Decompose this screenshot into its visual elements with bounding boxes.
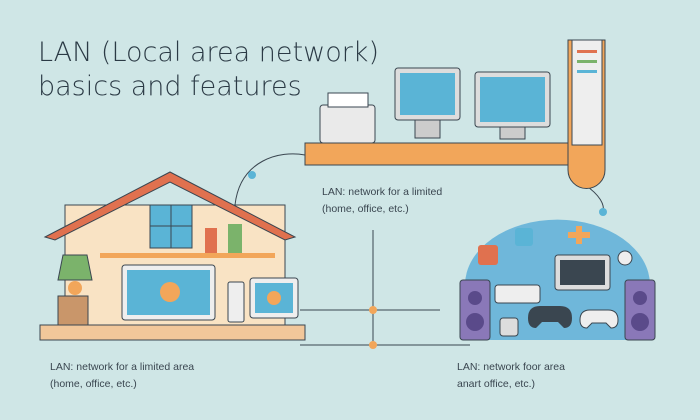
console-icon: [494, 284, 541, 304]
title-line-1: LAN (Local area network): [38, 37, 379, 68]
gamepad-icon: [579, 309, 619, 329]
speaker-icon: [227, 281, 245, 323]
caption-line: (home, office, etc.): [50, 378, 137, 390]
entertainment-network: [459, 219, 656, 341]
caption-right: LAN: network foor area anart office, etc…: [457, 359, 565, 393]
lamp-icon: [57, 254, 93, 281]
app-icon: [515, 228, 533, 246]
node-dot: [369, 306, 377, 314]
page-title: LAN (Local area network) basics and feat…: [38, 36, 379, 104]
home-house: [39, 171, 306, 341]
caption-center: LAN: network for a limited (home, office…: [322, 184, 442, 218]
app-icon: [478, 245, 498, 265]
caption-line: LAN: network foor area: [457, 361, 565, 373]
node-dot: [369, 341, 377, 349]
node-dot: [248, 171, 256, 179]
node-dot: [599, 208, 607, 216]
printer-icon: [319, 104, 376, 144]
caption-line: LAN: network for a limited: [322, 186, 443, 198]
gamepad-dpad-icon: [568, 226, 590, 244]
server-tower-icon: [571, 39, 603, 146]
caption-left: LAN: network for a limited area (home, o…: [50, 359, 194, 393]
title-line-2: basics and features: [38, 71, 302, 102]
caption-line: anart office, etc.): [457, 378, 536, 390]
caption-line: LAN: network for a limited area: [50, 361, 195, 373]
gamepad-icon: [528, 306, 572, 328]
office-shelf: [304, 39, 606, 189]
caption-line: (home, office, etc.): [322, 203, 409, 215]
